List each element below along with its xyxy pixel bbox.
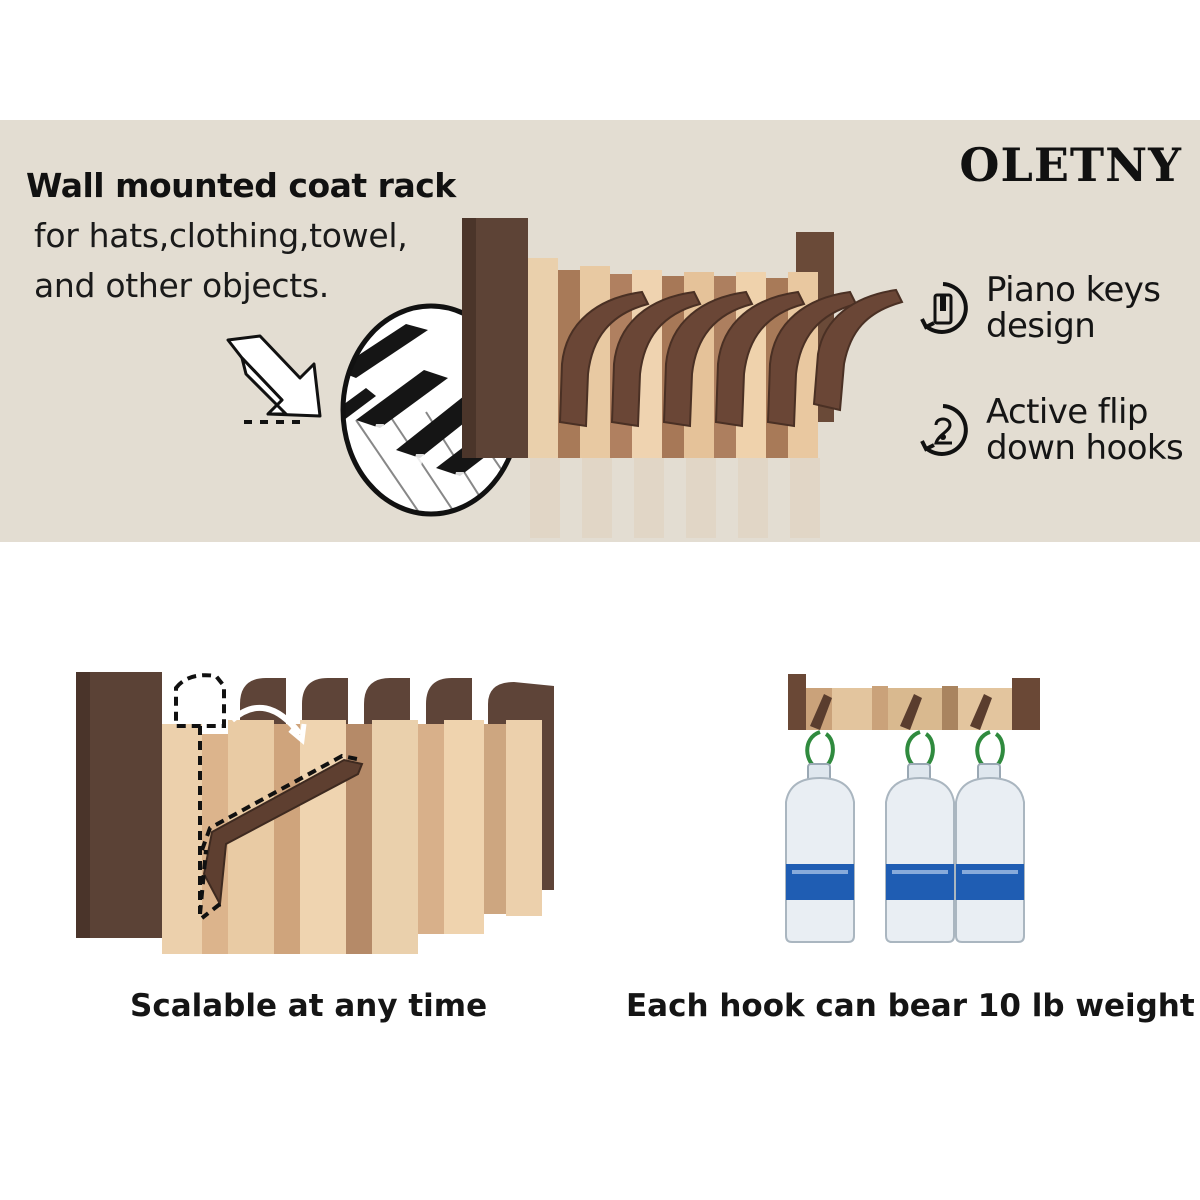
feature-flip-down: Active flip down hooks [914, 392, 1184, 468]
headline: Wall mounted coat rack [26, 166, 456, 205]
water-bottles [785, 763, 1025, 943]
feature-2-line-1: Active flip [986, 392, 1148, 432]
feature-1-line-1: Piano keys [986, 270, 1161, 310]
subline-2: and other objects. [34, 266, 329, 305]
feature-piano-keys: Piano keys design [914, 270, 1161, 346]
scalable-rack-image [76, 672, 554, 954]
hero-coat-rack [462, 218, 904, 538]
piano-keys-icon [920, 282, 968, 334]
feature-1-line-2: design [986, 306, 1096, 346]
subline-1: for hats,clothing,towel, [34, 216, 408, 255]
caption-weight: Each hook can bear 10 lb weight [626, 988, 1195, 1024]
weight-test-image [785, 674, 1040, 943]
brand-logo: OLETNY [959, 138, 1182, 192]
flip-down-icon [920, 404, 968, 456]
feature-2-line-2: down hooks [986, 428, 1184, 468]
caption-scalable: Scalable at any time [130, 988, 488, 1024]
arrow-icon [226, 334, 322, 424]
